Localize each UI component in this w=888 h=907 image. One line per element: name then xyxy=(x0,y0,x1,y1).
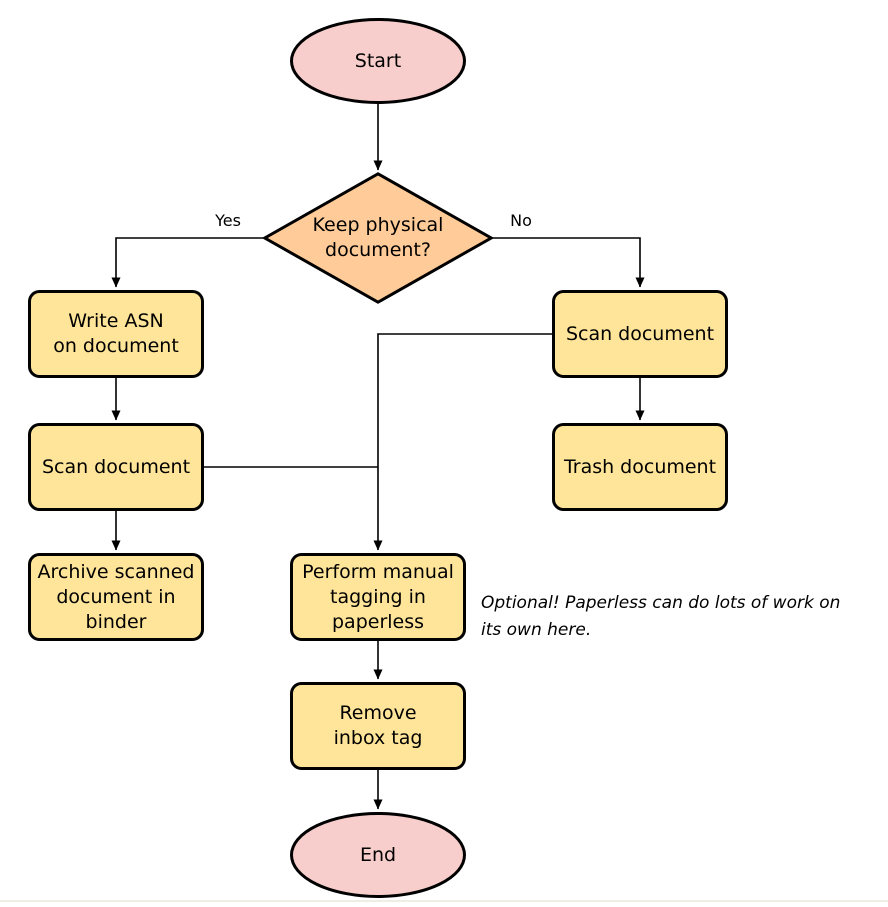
decision-diamond-shape xyxy=(261,172,495,304)
node-label: Remove inbox tag xyxy=(333,702,423,749)
node-label: Trash document xyxy=(563,455,717,478)
process-rect-shape xyxy=(290,682,466,770)
edge-scan-right-tagging xyxy=(373,333,552,551)
node-start: Start xyxy=(290,18,466,104)
edge-decision-yes-write-asn xyxy=(111,237,263,288)
node-label: Archive scanned document in binder xyxy=(37,560,195,633)
node-label: Scan document xyxy=(565,322,715,345)
bottom-divider xyxy=(0,900,888,902)
node-label: Scan document xyxy=(41,455,191,478)
start-ellipse-shape xyxy=(290,18,466,104)
node-write-asn: Write ASN on document xyxy=(28,290,204,378)
edge-label-no: No xyxy=(508,211,534,230)
node-scan-document-left: Scan document xyxy=(28,423,204,511)
node-label: End xyxy=(359,843,397,866)
node-end: End xyxy=(290,812,466,898)
process-rect-shape xyxy=(552,290,728,378)
node-archive-scanned-document: Archive scanned document in binder xyxy=(28,553,204,641)
process-rect-shape xyxy=(28,290,204,378)
end-ellipse-shape xyxy=(290,812,466,898)
node-keep-physical-document: Keep physical document? xyxy=(261,172,495,304)
node-perform-manual-tagging: Perform manual tagging in paperless xyxy=(290,553,466,641)
process-rect-shape xyxy=(552,423,728,511)
node-remove-inbox-tag: Remove inbox tag xyxy=(290,682,466,770)
node-label: Keep physical document? xyxy=(312,214,444,261)
node-label: Perform manual tagging in paperless xyxy=(302,560,454,633)
process-rect-shape xyxy=(28,423,204,511)
edge-label-yes: Yes xyxy=(213,211,243,230)
optional-note: Optional! Paperless can do lots of work … xyxy=(481,593,841,640)
node-trash-document: Trash document xyxy=(552,423,728,511)
process-rect-shape xyxy=(28,553,204,641)
node-label: Write ASN on document xyxy=(53,310,179,357)
process-rect-shape xyxy=(290,553,466,641)
node-scan-document-right: Scan document xyxy=(552,290,728,378)
edge-decision-no-scan-right xyxy=(493,237,645,288)
node-label: Start xyxy=(354,49,402,72)
